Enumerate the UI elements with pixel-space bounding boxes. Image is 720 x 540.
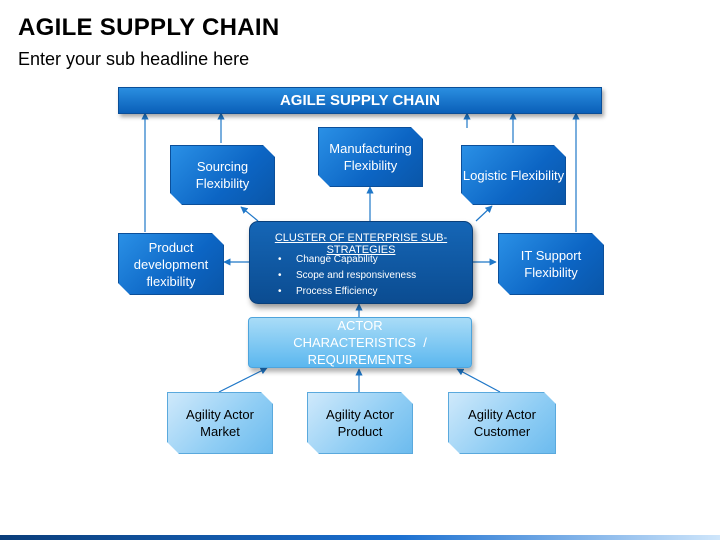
manufacturing-flexibility-label: Manufacturing Flexibility xyxy=(329,141,412,173)
agility-actor-product-label: Agility Actor Product xyxy=(326,407,394,439)
it-support-flexibility-label: IT Support Flexibility xyxy=(520,248,582,280)
agility-actor-market-box: Agility Actor Market xyxy=(167,392,273,454)
cluster-sub-strategies-box: CLUSTER OF ENTERPRISE SUB-STRATEGIES Cha… xyxy=(249,221,473,304)
cluster-list-item: Process Efficiency xyxy=(278,284,416,300)
agility-actor-market-label: Agility Actor Market xyxy=(186,407,254,439)
agility-actor-customer-box: Agility Actor Customer xyxy=(448,392,556,454)
manufacturing-flexibility-box: Manufacturing Flexibility xyxy=(318,127,423,187)
footer-bar xyxy=(0,535,720,540)
page-subtitle: Enter your sub headline here xyxy=(18,49,250,69)
arrow-cluster-to-logistic xyxy=(475,205,493,222)
actor-requirements-box: ACTOR CHARACTERISTICS / REQUIREMENTS xyxy=(248,317,472,368)
sourcing-flexibility-label: Sourcing Flexibility xyxy=(195,159,250,191)
agility-actor-customer-label: Agility Actor Customer xyxy=(468,407,536,439)
agile-supply-chain-banner: AGILE SUPPLY CHAIN xyxy=(118,87,602,114)
sourcing-flexibility-box: Sourcing Flexibility xyxy=(170,145,275,205)
arrow-cluster-to-sourcing xyxy=(240,206,259,222)
arrow-customer-to-req xyxy=(456,368,501,393)
arrow-market-to-req xyxy=(218,367,268,393)
cluster-list: Change Capability Scope and responsivene… xyxy=(278,252,416,300)
cluster-list-item: Change Capability xyxy=(278,252,416,268)
product-development-flexibility-label: Product development flexibility xyxy=(133,239,209,289)
product-development-flexibility-box: Product development flexibility xyxy=(118,233,224,295)
agility-actor-product-box: Agility Actor Product xyxy=(307,392,413,454)
page-title: AGILE SUPPLY CHAIN xyxy=(18,14,280,41)
cluster-list-item: Scope and responsiveness xyxy=(278,268,416,284)
actor-requirements-label: ACTOR CHARACTERISTICS / REQUIREMENTS xyxy=(293,318,435,367)
logistic-flexibility-label: Logistic Flexibility xyxy=(462,167,565,183)
logistic-flexibility-box: Logistic Flexibility xyxy=(461,145,566,205)
it-support-flexibility-box: IT Support Flexibility xyxy=(498,233,604,295)
